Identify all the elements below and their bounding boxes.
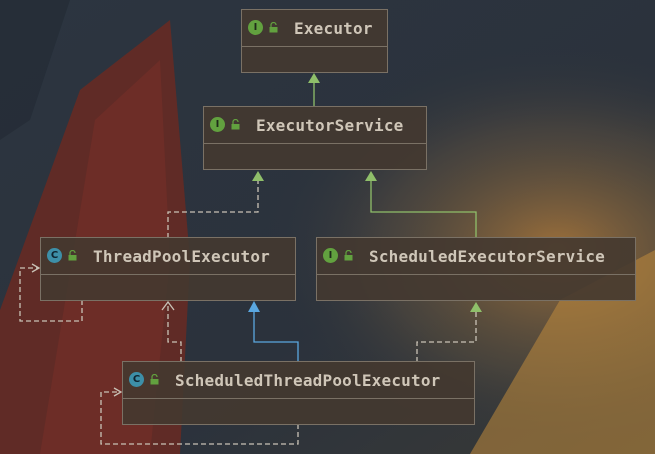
node-executor-service[interactable]: I ExecutorService [203, 106, 427, 170]
node-header: I Executor [242, 10, 387, 47]
arrowhead-tpe-blue [248, 301, 260, 312]
class-icon: C [47, 248, 62, 263]
arrowhead-executorservice-left [252, 171, 264, 181]
edge-scheduledexecutorservice-to-executorservice [370, 180, 477, 238]
arrowhead-ses [470, 302, 482, 312]
arrowhead-stpe-self [113, 387, 123, 397]
lock-open-icon [150, 374, 159, 385]
node-header: I ExecutorService [204, 107, 426, 144]
edge-stpe-extends-tpe [253, 311, 299, 362]
arrowhead-tpe-self [31, 263, 41, 273]
lock-open-icon [269, 22, 278, 33]
class-name: ThreadPoolExecutor [93, 247, 270, 266]
arrowhead-executor [308, 73, 320, 83]
node-header: C ScheduledThreadPoolExecutor [123, 362, 474, 399]
edge-tpe-self-loop [19, 267, 83, 322]
edge-stpe-self-loop [100, 391, 299, 445]
class-icon: C [129, 372, 144, 387]
edge-stpe-dashed-tpe [167, 303, 182, 362]
node-header: C ThreadPoolExecutor [41, 238, 295, 275]
class-name: ScheduledExecutorService [369, 247, 605, 266]
edge-threadpoolexecutor-to-executorservice [167, 180, 259, 238]
class-name: ScheduledThreadPoolExecutor [175, 371, 441, 390]
edge-stpe-to-ses [416, 311, 477, 362]
node-thread-pool-executor[interactable]: C ThreadPoolExecutor [40, 237, 296, 301]
node-header: I ScheduledExecutorService [317, 238, 635, 275]
interface-icon: I [323, 248, 338, 263]
interface-icon: I [210, 117, 225, 132]
class-name: Executor [294, 19, 373, 38]
node-executor[interactable]: I Executor [241, 9, 388, 73]
node-scheduled-executor-service[interactable]: I ScheduledExecutorService [316, 237, 636, 301]
lock-open-icon [68, 250, 77, 261]
arrowhead-executorservice-right [365, 171, 377, 181]
interface-icon: I [248, 20, 263, 35]
node-scheduled-thread-pool-executor[interactable]: C ScheduledThreadPoolExecutor [122, 361, 475, 425]
arrowhead-tpe-open [161, 300, 175, 311]
lock-open-icon [231, 119, 240, 130]
lock-open-icon [344, 250, 353, 261]
class-name: ExecutorService [256, 116, 404, 135]
